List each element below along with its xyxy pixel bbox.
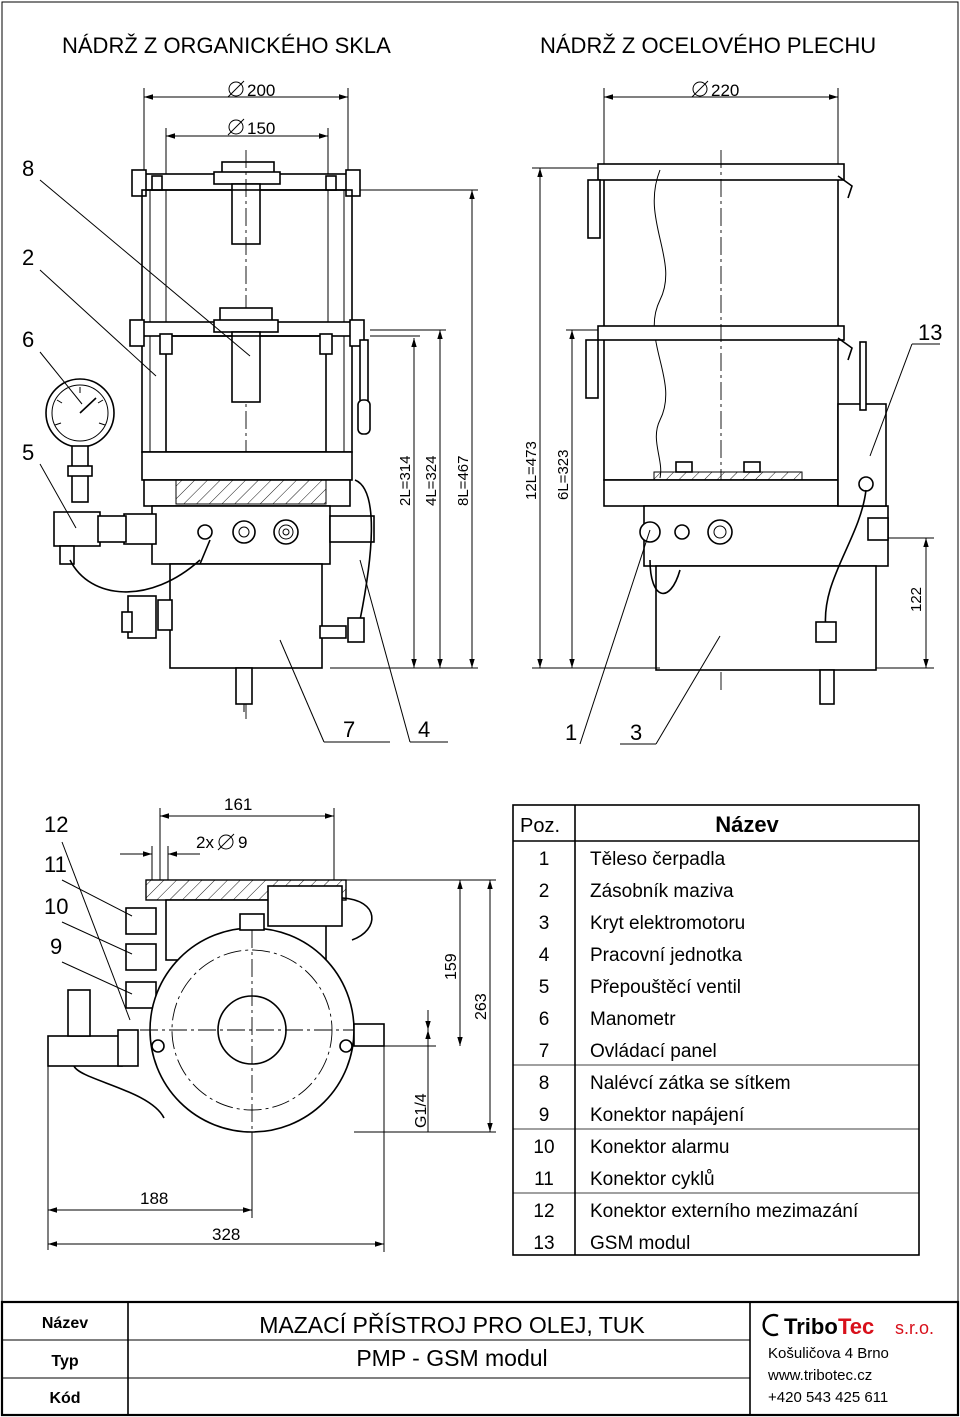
dim-4l-height: 4L=324 — [423, 456, 440, 506]
dim-263: 263 — [473, 993, 490, 1020]
callout-13: 13 — [918, 320, 942, 345]
company-address: Košuličova 4 Brno — [768, 1345, 889, 1362]
callout-7: 7 — [343, 717, 355, 742]
callouts-left: 8 2 6 5 7 4 — [22, 156, 448, 743]
table-cell-pos: 11 — [534, 1169, 554, 1190]
table-cell-name: Těleso čerpadla — [590, 849, 726, 870]
callout-3: 3 — [630, 720, 642, 745]
dim-122: 122 — [908, 587, 925, 612]
table-cell-name: Nalévcí zátka se sítkem — [590, 1073, 791, 1094]
callout-9: 9 — [50, 934, 62, 959]
table-cell-name: Zásobník maziva — [590, 881, 734, 902]
heading-organic-glass: NÁDRŽ Z ORGANICKÉHO SKLA — [62, 33, 391, 58]
callout-10: 10 — [44, 894, 68, 919]
table-cell-pos: 1 — [539, 849, 550, 870]
callout-4: 4 — [418, 717, 430, 742]
dim-12l-height: 12L=473 — [523, 441, 540, 500]
company-web: www.tribotec.cz — [767, 1367, 872, 1384]
table-cell-name: Konektor napájení — [590, 1105, 745, 1126]
table-cell-pos: 2 — [539, 881, 550, 902]
callout-2: 2 — [22, 245, 34, 270]
right-elevation-view: 220 12L=473 6L=323 — [523, 80, 934, 705]
dim-d220: 220 — [711, 81, 739, 100]
table-cell-name: Konektor alarmu — [590, 1137, 729, 1158]
title-product-name: MAZACÍ PŘÍSTROJ PRO OLEJ, TUK — [259, 1312, 645, 1338]
table-cell-name: GSM modul — [590, 1233, 690, 1254]
title-label-code: Kód — [49, 1390, 80, 1407]
dim-holes-count: 2x — [196, 833, 214, 852]
table-cell-name: Konektor externího mezimazání — [590, 1201, 859, 1222]
table-cell-name: Pracovní jednotka — [590, 945, 743, 966]
dim-8l-height: 8L=467 — [455, 456, 472, 506]
title-label-name: Název — [42, 1315, 88, 1332]
callouts-right: 13 1 3 — [565, 320, 942, 745]
title-product-type: PMP - GSM modul — [356, 1345, 547, 1371]
dim-328: 328 — [212, 1225, 240, 1244]
title-label-type: Typ — [51, 1353, 78, 1370]
table-cell-pos: 12 — [533, 1201, 554, 1222]
diameter-symbol-icon — [692, 81, 708, 97]
diameter-symbol-icon — [218, 834, 234, 850]
dim-holes-diameter: 9 — [238, 833, 247, 852]
dim-2l-height: 2L=314 — [397, 456, 414, 506]
table-header-pos: Poz. — [520, 815, 560, 837]
table-cell-pos: 4 — [539, 945, 550, 966]
table-cell-pos: 9 — [539, 1105, 550, 1126]
heading-steel-sheet: NÁDRŽ Z OCELOVÉHO PLECHU — [540, 33, 876, 58]
table-cell-pos: 13 — [533, 1233, 554, 1254]
diameter-symbol-icon — [228, 119, 244, 135]
dim-159: 159 — [443, 953, 460, 980]
table-cell-pos: 6 — [539, 1009, 550, 1030]
dim-d200: 200 — [247, 81, 275, 100]
callout-1: 1 — [565, 720, 577, 745]
company-brand-b: Tec — [838, 1314, 874, 1339]
callout-5: 5 — [22, 440, 34, 465]
dim-d150: 150 — [247, 119, 275, 138]
company-phone: +420 543 425 611 — [768, 1389, 888, 1406]
table-cell-name: Kryt elektromotoru — [590, 913, 745, 934]
tribotec-logo-icon — [762, 1313, 779, 1337]
company-brand-a: Tribo — [784, 1314, 838, 1339]
callout-6: 6 — [22, 327, 34, 352]
callout-12: 12 — [44, 812, 68, 837]
title-block: Název Typ Kód MAZACÍ PŘÍSTROJ PRO OLEJ, … — [0, 1300, 960, 1417]
table-cell-name: Přepouštěcí ventil — [590, 977, 741, 998]
plan-view: 161 2x 9 G1/4 — [47, 795, 496, 1252]
dim-161: 161 — [224, 795, 252, 814]
table-cell-pos: 7 — [539, 1041, 550, 1062]
dim-6l-height: 6L=323 — [555, 450, 572, 500]
table-cell-name: Ovládací panel — [590, 1041, 717, 1062]
parts-table: Poz. Název 1 Těleso čerpadla 2 Zásobník maz… — [512, 804, 920, 1256]
gsm-module-box — [837, 403, 887, 507]
callouts-plan: 12 11 10 9 — [44, 812, 133, 1021]
left-elevation-view: 200 150 — [45, 80, 478, 720]
company-suffix: s.r.o. — [895, 1318, 934, 1338]
table-header-name: Název — [715, 812, 779, 837]
dim-g14-thread: G1/4 — [413, 1093, 430, 1128]
table-cell-pos: 10 — [533, 1137, 554, 1158]
diameter-symbol-icon — [228, 81, 244, 97]
table-cell-pos: 8 — [539, 1073, 550, 1094]
table-cell-name: Manometr — [590, 1009, 676, 1030]
table-cell-pos: 3 — [539, 913, 550, 934]
dim-188: 188 — [140, 1189, 168, 1208]
callout-8: 8 — [22, 156, 34, 181]
table-cell-pos: 5 — [539, 977, 550, 998]
callout-11: 11 — [44, 852, 67, 877]
table-cell-name: Konektor cyklů — [590, 1169, 715, 1190]
